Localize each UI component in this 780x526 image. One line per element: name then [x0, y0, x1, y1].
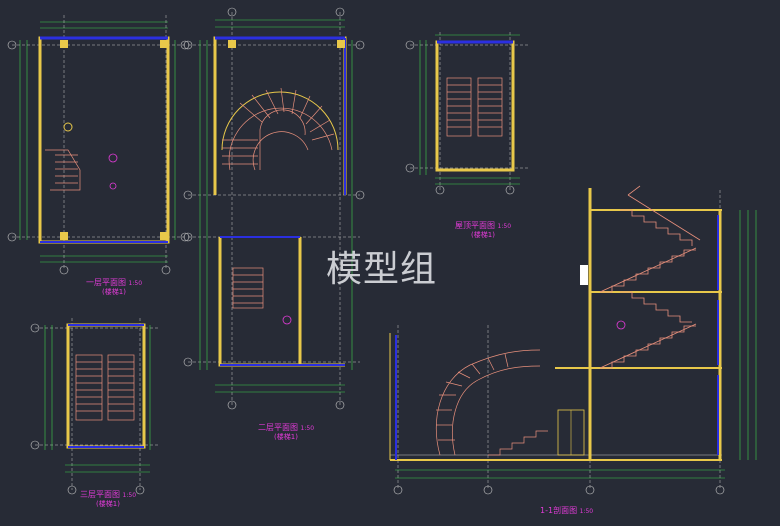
title-section-1-1-name: 1-1剖面图 [540, 506, 578, 515]
section-1-1 [389, 185, 757, 495]
title-plan-floor-3: 三层平面图 1:50 (楼梯1) [80, 490, 136, 509]
plan-floor-1 [7, 15, 190, 275]
title-plan-floor-3-scale: 1:50 [122, 492, 137, 499]
title-plan-floor-3-name: 三层平面图 [80, 490, 120, 499]
title-plan-floor-2-name: 二层平面图 [258, 423, 298, 432]
title-plan-floor-3-sub: (楼梯1) [96, 500, 120, 508]
title-plan-roof-name: 屋顶平面图 [455, 221, 495, 230]
plan-floor-2 [183, 7, 365, 410]
title-plan-floor-2-sub: (楼梯1) [274, 433, 298, 441]
title-plan-floor-2-scale: 1:50 [300, 425, 315, 432]
title-plan-floor-1-scale: 1:50 [128, 280, 143, 287]
title-plan-roof: 屋顶平面图 1:50 (楼梯1) [455, 221, 511, 240]
title-plan-floor-2: 二层平面图 1:50 (楼梯1) [258, 423, 314, 442]
title-plan-floor-1: 一层平面图 1:50 (楼梯1) [86, 278, 142, 297]
title-plan-roof-sub: (楼梯1) [471, 231, 495, 239]
plan-floor-3 [30, 318, 160, 495]
title-section-1-1: 1-1剖面图 1:50 [540, 506, 593, 516]
plan-roof [405, 32, 530, 195]
title-section-1-1-scale: 1:50 [579, 508, 594, 515]
watermark-text: 模型组 [326, 249, 438, 290]
title-plan-floor-1-sub: (楼梯1) [102, 288, 126, 296]
title-plan-floor-1-name: 一层平面图 [86, 278, 126, 287]
title-plan-roof-scale: 1:50 [497, 223, 512, 230]
